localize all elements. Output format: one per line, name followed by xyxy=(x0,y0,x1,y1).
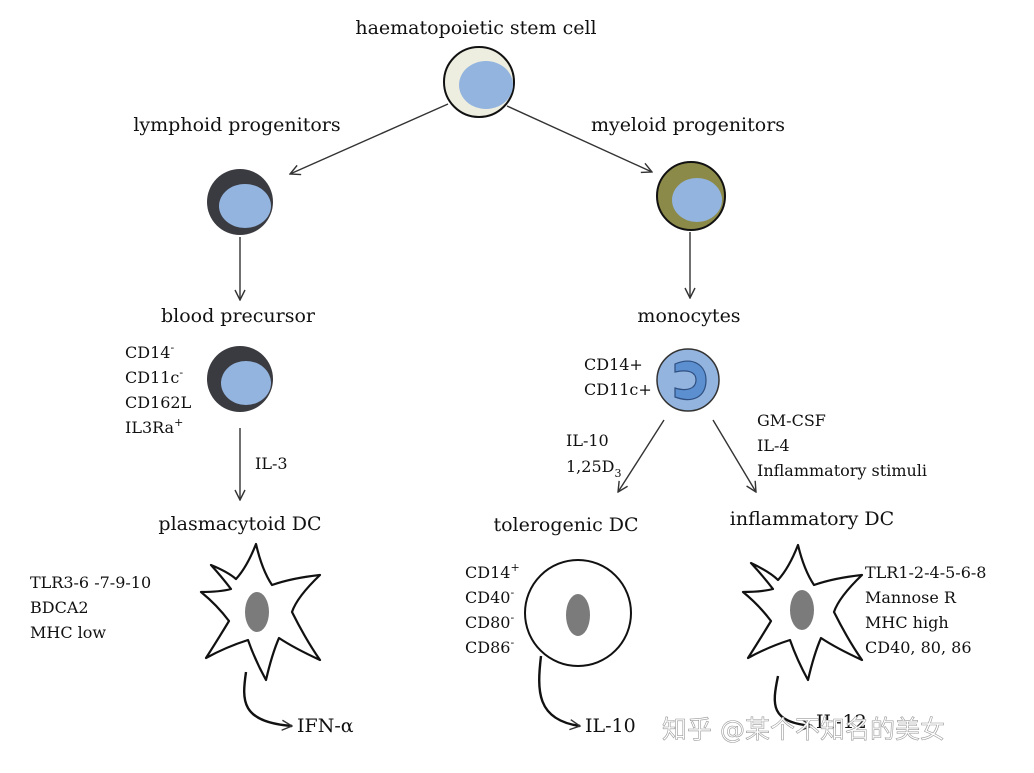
lymphoid-progenitor-cell xyxy=(207,169,273,235)
marker-sup: + xyxy=(510,561,519,574)
stimulus-text: GM-CSF xyxy=(757,411,826,430)
marker-text: CD14+ xyxy=(584,355,643,374)
stem-cell-label: haematopoietic stem cell xyxy=(355,17,596,39)
arrow-infl-to-il12 xyxy=(773,675,812,726)
marker-text: IL3Ra xyxy=(125,418,175,437)
blood-precursor-markers: CD14- CD11c- CD162L IL3Ra+ xyxy=(125,341,192,437)
svg-text:CD80-: CD80- xyxy=(465,611,514,632)
svg-text:CD14+: CD14+ xyxy=(465,561,520,582)
inflammatory-dc-markers: TLR1-2-4-5-6-8 Mannose R MHC high CD40, … xyxy=(865,563,986,657)
svg-text:CD14-: CD14- xyxy=(125,341,174,362)
marker-text: CD40 xyxy=(465,588,510,607)
tolerogenic-dc-label: tolerogenic DC xyxy=(493,514,638,536)
blood-precursor-cell xyxy=(207,346,273,412)
marker-text: Mannose R xyxy=(865,588,957,607)
arrow-monocytes-to-tolerogenic xyxy=(618,419,665,492)
svg-text:CD86-: CD86- xyxy=(465,636,514,657)
marker-text: TLR3-6 -7-9-10 xyxy=(30,573,151,592)
arrow-stem-to-myeloid xyxy=(506,105,652,172)
blood-precursor-label: blood precursor xyxy=(161,305,316,327)
myeloid-progenitor-cell xyxy=(656,161,726,231)
svg-text:CD11c-: CD11c- xyxy=(125,366,183,387)
stimulus-text: IL-4 xyxy=(757,436,790,455)
svg-text:CD40-: CD40- xyxy=(465,586,514,607)
svg-text:1,25D3: 1,25D3 xyxy=(566,457,621,480)
marker-text: TLR1-2-4-5-6-8 xyxy=(865,563,986,582)
stimulus-sub: 3 xyxy=(614,467,621,480)
marker-text: CD14 xyxy=(125,343,170,362)
svg-text:IL3Ra+: IL3Ra+ xyxy=(125,416,183,437)
marker-text: MHC high xyxy=(865,613,949,632)
plasmacytoid-dc-cell xyxy=(199,542,322,682)
marker-sup: - xyxy=(170,341,174,354)
marker-text: CD11c xyxy=(125,368,179,387)
monocyte-cell xyxy=(656,348,720,412)
il3-label: IL-3 xyxy=(255,454,288,473)
arrow-stem-to-lymphoid xyxy=(290,103,449,174)
watermark: 知乎 @某个不知名的美女 xyxy=(662,715,945,744)
stem-cell xyxy=(443,46,515,118)
inflammatory-dc-cell xyxy=(741,543,864,682)
plasmacytoid-dc-label: plasmacytoid DC xyxy=(158,513,321,535)
marker-sup: - xyxy=(510,636,514,649)
marker-sup: - xyxy=(179,366,183,379)
marker-text: CD86 xyxy=(465,638,510,657)
marker-text: MHC low xyxy=(30,623,106,642)
arrow-pdc-to-ifn xyxy=(243,671,292,726)
marker-text: BDCA2 xyxy=(30,598,89,617)
pdc-markers: TLR3-6 -7-9-10 BDCA2 MHC low xyxy=(30,573,151,642)
stimulus-text: Inflammatory stimuli xyxy=(757,461,927,480)
marker-text: CD14 xyxy=(465,563,510,582)
inflammatory-dc-label: inflammatory DC xyxy=(730,508,894,530)
marker-text: CD40, 80, 86 xyxy=(865,638,972,657)
arrow-tol-to-il10 xyxy=(538,655,580,726)
marker-sup: - xyxy=(510,586,514,599)
arrow-monocytes-to-inflammatory xyxy=(712,419,756,492)
tolerogenic-dc-markers: CD14+ CD40- CD80- CD86- xyxy=(465,561,520,657)
tolerogenic-stimuli: IL-10 1,25D3 xyxy=(566,431,621,480)
marker-text: CD162L xyxy=(125,393,192,412)
marker-text: CD80 xyxy=(465,613,510,632)
lymphoid-progenitors-label: lymphoid progenitors xyxy=(133,114,340,136)
il10-output: IL-10 xyxy=(585,715,636,737)
inflammatory-stimuli: GM-CSF IL-4 Inflammatory stimuli xyxy=(757,411,927,480)
stimulus-text: IL-10 xyxy=(566,431,609,450)
stimulus-text: 1,25D xyxy=(566,457,614,476)
il12-output: IL-12 xyxy=(816,711,867,733)
svg-text:CD162L: CD162L xyxy=(125,393,192,412)
myeloid-progenitors-label: myeloid progenitors xyxy=(591,114,785,136)
marker-sup: - xyxy=(510,611,514,624)
marker-text: CD11c+ xyxy=(584,380,652,399)
monocyte-markers: CD14+ CD11c+ xyxy=(584,355,652,399)
marker-sup: + xyxy=(174,416,183,429)
ifn-alpha-output: IFN-α xyxy=(297,715,354,737)
tolerogenic-dc-cell xyxy=(524,559,632,667)
monocytes-label: monocytes xyxy=(637,305,740,327)
